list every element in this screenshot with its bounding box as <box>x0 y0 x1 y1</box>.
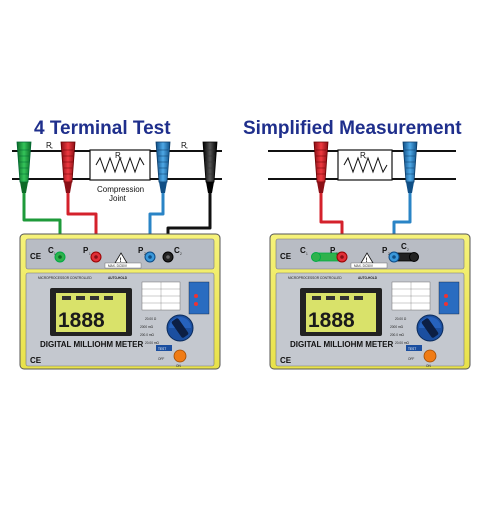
left-micro-label: MICROPROCESSOR CONTROLLED <box>38 276 92 280</box>
right-test-button[interactable] <box>423 349 437 363</box>
left-terminals <box>54 251 174 263</box>
left-resistor-zigzag <box>95 156 145 174</box>
right-meter-name: DIGITAL MILLIOHM METER <box>290 340 393 349</box>
right-off-label: OFF <box>408 357 414 361</box>
left-term-c2-sub: 2 <box>180 252 182 256</box>
right-range-3: 20.00 mΩ <box>395 341 410 345</box>
left-clip-blue <box>155 141 171 193</box>
left-on-label: ON <box>176 364 181 368</box>
right-term-p2-sub: 2 <box>388 252 390 256</box>
left-meter-name: DIGITAL MILLIOHM METER <box>40 340 143 349</box>
left-rx-sub-a: x <box>51 146 53 150</box>
right-clip-blue <box>402 141 418 193</box>
left-term-p2-sub: 2 <box>144 252 146 256</box>
left-compression-joint-box <box>89 149 151 181</box>
joint-label-line1: Compression <box>97 185 144 194</box>
right-title: Simplified Measurement <box>243 118 462 139</box>
left-range-2: 200.0 mΩ <box>140 333 155 337</box>
right-clip-red <box>313 141 329 193</box>
right-term-p2: P <box>382 246 388 255</box>
left-rx-label-b: R <box>181 141 187 150</box>
right-range-2: 200.0 mΩ <box>390 333 405 337</box>
left-range-3: 20.00 mΩ <box>145 341 160 345</box>
svg-text:!: ! <box>120 258 122 264</box>
right-on-label: ON <box>426 364 431 368</box>
right-auto-hold: AUTO-HOLD <box>358 276 378 280</box>
right-range-knob[interactable] <box>416 314 444 342</box>
left-max-label: MAX. DC50V <box>108 264 128 268</box>
right-test-tag <box>406 345 422 351</box>
right-ce-bottom: CE <box>280 356 292 365</box>
right-rx-sub: x <box>365 156 367 160</box>
right-terminals <box>311 251 419 263</box>
left-test-label: TEST <box>158 347 166 351</box>
left-test-tag <box>156 345 172 351</box>
right-resistor-zigzag <box>343 156 388 174</box>
right-term-p1-sub: 1 <box>336 252 338 256</box>
left-term-c1: C <box>48 246 54 255</box>
right-term-c1: C <box>300 246 306 255</box>
left-side-panel <box>188 281 210 315</box>
left-range-1: 2000 mΩ <box>140 325 154 329</box>
right-rx-label: R <box>360 151 366 160</box>
right-micro-label: MICROPROCESSOR CONTROLLED <box>288 276 342 280</box>
left-ce-bottom: CE <box>30 356 42 365</box>
left-auto-hold: AUTO-HOLD <box>108 276 128 280</box>
right-range-1: 2000 mΩ <box>390 325 404 329</box>
left-title: 4 Terminal Test <box>34 118 171 139</box>
left-clip-red <box>60 141 76 193</box>
left-clip-green <box>16 141 32 193</box>
left-test-button[interactable] <box>173 349 187 363</box>
left-range-knob[interactable] <box>166 314 194 342</box>
svg-text:!: ! <box>366 258 368 264</box>
right-term-c2-sub: 2 <box>407 248 409 252</box>
left-off-label: OFF <box>158 357 164 361</box>
left-rx-label-center: R <box>115 151 121 160</box>
right-test-label: TEST <box>408 347 416 351</box>
left-term-p2: P <box>138 246 144 255</box>
left-term-c2: C <box>174 246 180 255</box>
right-term-c1-sub: 1 <box>306 252 308 256</box>
right-side-panel <box>438 281 460 315</box>
right-range-0: 20.00 Ω <box>395 317 407 321</box>
right-lcd-digits: 1888 <box>308 309 355 332</box>
left-rx-sub-b: x <box>186 146 188 150</box>
left-ce-top: CE <box>30 252 42 261</box>
right-max-label: MAX. DC50V <box>354 264 374 268</box>
left-term-c1-sub: 1 <box>54 252 56 256</box>
joint-label-line2: Joint <box>109 194 127 203</box>
left-lcd-digits: 1888 <box>58 309 105 332</box>
left-term-p1: P <box>83 246 89 255</box>
right-ce-top: CE <box>280 252 292 261</box>
right-term-c2: C <box>401 242 407 251</box>
left-range-0: 20.00 Ω <box>145 317 157 321</box>
right-conductor <box>268 149 456 181</box>
left-term-p1-sub: 1 <box>89 252 91 256</box>
left-clip-black <box>202 141 218 193</box>
right-term-p1: P <box>330 246 336 255</box>
left-rx-label-a: R <box>46 141 52 150</box>
left-rx-sub-center: x <box>120 156 122 160</box>
